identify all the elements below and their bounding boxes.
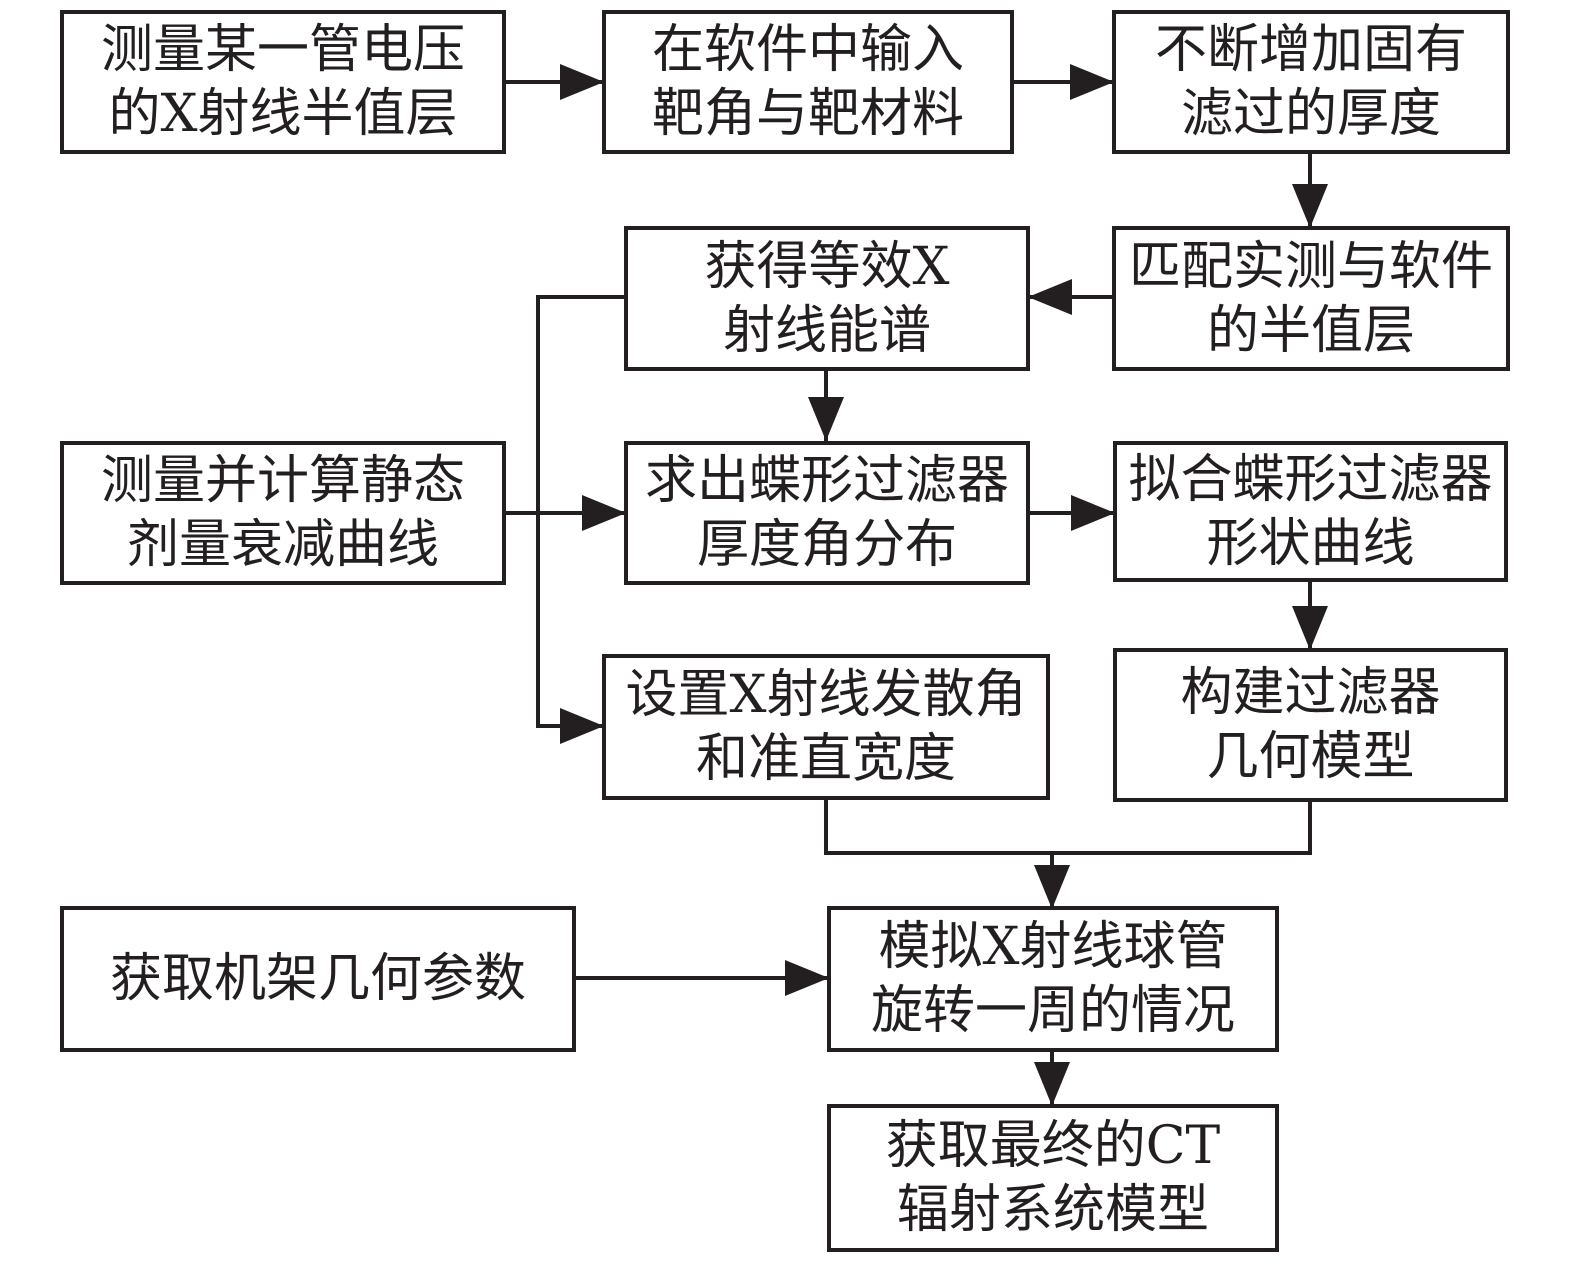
node-simulate-rotation-line-1: 模拟X射线球管 <box>878 917 1228 977</box>
node-fit-bowtie: 拟合蝶形过滤器 形状曲线 <box>1113 441 1508 582</box>
node-gantry-params-line-1: 获取机架几何参数 <box>109 949 526 1009</box>
node-build-filter-line-2: 几何模型 <box>1206 727 1415 787</box>
node-simulate-rotation: 模拟X射线球管 旋转一周的情况 <box>827 906 1279 1052</box>
arrowhead <box>1028 279 1072 315</box>
node-equivalent-spectrum-line-1: 获得等效X <box>704 236 950 297</box>
arrowhead <box>808 397 844 441</box>
node-final-model-line-1: 获取最终的CT <box>885 1116 1221 1176</box>
arrowhead <box>1292 606 1328 650</box>
node-measure-hvl-line-1: 测量某一管电压 <box>100 20 465 80</box>
node-measure-dose: 测量并计算静态 剂量衰减曲线 <box>60 441 506 585</box>
node-bowtie-thickness-line-2: 厚度角分布 <box>696 515 957 575</box>
node-increase-filter-line-1: 不断增加固有 <box>1154 20 1467 80</box>
node-match-hvl: 匹配实测与软件 的半值层 <box>1112 226 1510 371</box>
arrowhead <box>560 708 604 744</box>
node-increase-filter: 不断增加固有 滤过的厚度 <box>1112 10 1510 154</box>
node-set-divergence-line-1: 设置X射线发散角 <box>625 665 1027 725</box>
node-build-filter: 构建过滤器 几何模型 <box>1113 648 1508 802</box>
arrowhead <box>1292 184 1328 228</box>
node-set-divergence: 设置X射线发散角 和准直宽度 <box>602 654 1050 800</box>
arrow-merge-to-simulate <box>824 798 1312 855</box>
node-bowtie-thickness: 求出蝶形过滤器 厚度角分布 <box>624 441 1030 585</box>
node-input-target: 在软件中输入 靶角与靶材料 <box>602 10 1014 154</box>
node-build-filter-line-1: 构建过滤器 <box>1180 663 1441 723</box>
node-simulate-rotation-line-2: 旋转一周的情况 <box>870 981 1235 1041</box>
node-input-target-line-2: 靶角与靶材料 <box>651 84 964 144</box>
arrowhead <box>1034 865 1070 909</box>
arrowhead <box>785 960 829 996</box>
node-measure-hvl-line-2: 的X射线半值层 <box>108 84 458 144</box>
node-equivalent-spectrum: 获得等效X 射线能谱 <box>624 226 1030 371</box>
node-final-model: 获取最终的CT 辐射系统模型 <box>827 1104 1279 1252</box>
node-measure-dose-line-1: 测量并计算静态 <box>100 451 465 511</box>
arrowhead <box>582 495 626 531</box>
node-gantry-params: 获取机架几何参数 <box>60 906 576 1052</box>
node-input-target-line-1: 在软件中输入 <box>651 20 964 80</box>
node-fit-bowtie-line-2: 形状曲线 <box>1206 513 1415 574</box>
node-match-hvl-line-1: 匹配实测与软件 <box>1128 236 1493 297</box>
node-measure-hvl: 测量某一管电压 的X射线半值层 <box>60 10 506 154</box>
arrowhead <box>1071 495 1115 531</box>
node-match-hvl-line-2: 的半值层 <box>1206 300 1415 361</box>
node-equivalent-spectrum-line-2: 射线能谱 <box>722 300 931 361</box>
node-final-model-line-2: 辐射系统模型 <box>896 1180 1209 1240</box>
arrowhead <box>1070 64 1114 100</box>
node-set-divergence-line-2: 和准直宽度 <box>695 729 956 789</box>
node-increase-filter-line-2: 滤过的厚度 <box>1180 84 1441 144</box>
node-bowtie-thickness-line-1: 求出蝶形过滤器 <box>644 451 1009 511</box>
arrowhead <box>560 64 604 100</box>
node-fit-bowtie-line-1: 拟合蝶形过滤器 <box>1128 449 1493 510</box>
node-measure-dose-line-2: 剂量衰减曲线 <box>126 515 439 575</box>
arrowhead <box>1034 1062 1070 1106</box>
